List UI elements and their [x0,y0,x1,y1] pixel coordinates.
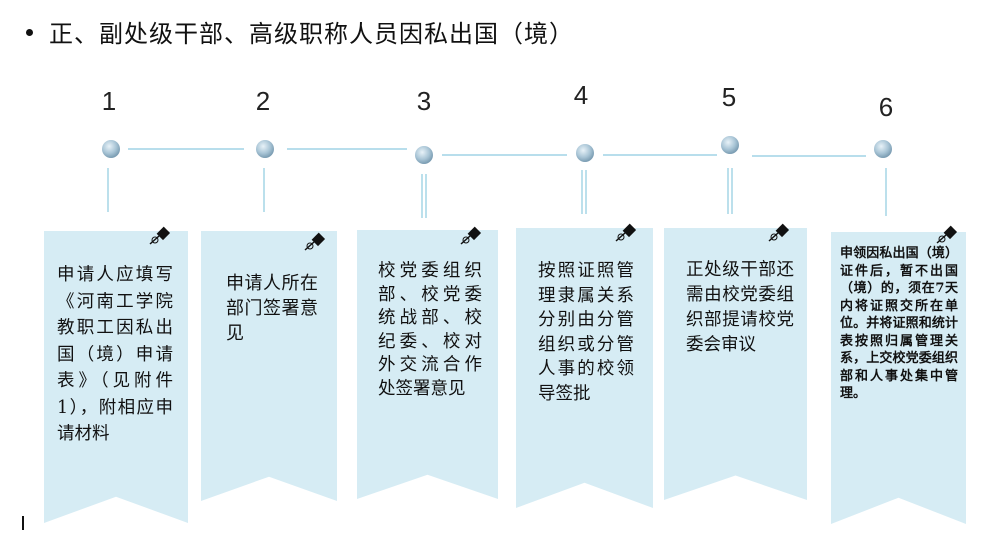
step-number-3: 3 [416,86,432,116]
step-text-3: 校党委组织部、校党委统战部、校纪委、校对外交流合作处签署意见 [378,261,482,399]
pushpin-icon [304,232,326,251]
node-2 [256,140,274,158]
node-4 [576,144,594,162]
text-cursor [22,516,24,530]
node-6 [874,140,892,158]
step-text-6: 申领因私出国（境）证件后，暂不出国（境）的，须在7天内将证照交所在单位。并将证照… [840,246,958,401]
bullet-dot [26,29,33,36]
step-card-3 [357,230,498,499]
step-card-4 [516,228,653,508]
pushpin-icon [149,226,171,245]
step-number-1: 1 [101,86,117,116]
step-text-1: 申请人应填写《河南工学院教职工因私出国（境）申请表》（见附件1），附相应申请材料 [57,265,173,444]
step-card-5 [664,228,807,500]
step-card-6 [831,232,966,524]
pushpin-icon [460,226,482,245]
step-text-4: 按照证照管理隶属关系分别由分管组织或分管人事的校领导签批 [538,261,634,404]
step-number-4: 4 [573,80,589,110]
page-title: 正、副处级干部、高级职称人员因私出国（境） [49,20,574,48]
pushpin-icon [615,223,637,242]
step-number-6: 6 [878,92,894,122]
node-3 [415,146,433,164]
pushpin-icon [768,223,790,242]
node-1 [102,140,120,158]
title-row: 正、副处级干部、高级职称人员因私出国（境） [26,14,574,49]
step-text-2: 申请人所在部门签署意见 [226,273,318,344]
step-number-5: 5 [721,82,737,112]
step-card-2 [201,231,337,501]
pushpin-icon [936,225,958,244]
step-card-1 [44,231,188,523]
node-5 [721,136,739,154]
step-text-5: 正处级干部还需由校党委组织部提请校党委会审议 [686,260,794,355]
step-number-2: 2 [255,86,271,116]
